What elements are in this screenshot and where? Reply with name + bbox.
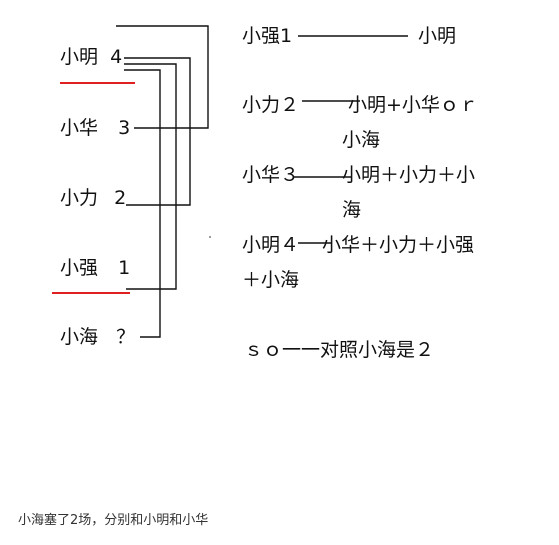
caption-text: 小海塞了2场，分别和小明和小华 bbox=[18, 513, 209, 528]
note-xiaohua-xiaoli-xiaoqiang: 小华＋小力＋小强 bbox=[322, 234, 475, 256]
player-row-xiaoming: 小明 4 bbox=[60, 45, 122, 69]
note-xiaohai: 小海 bbox=[342, 129, 381, 151]
player-row-xiaohai: 小海 ？ bbox=[60, 325, 135, 349]
player-score: 3 bbox=[118, 117, 131, 139]
player-row-xiaoli: 小力 2 bbox=[60, 186, 126, 210]
bracket-top-to-xiaohua bbox=[116, 25, 209, 129]
note-xiaoming-xiaoli-xiao: 小明＋小力＋小 bbox=[342, 164, 476, 186]
player-name: 小华 bbox=[60, 117, 99, 139]
bracket-xiaoming-to-xiaoli bbox=[124, 57, 191, 206]
bracket-xiaoming-to-xiaohai bbox=[124, 69, 161, 338]
note-plus-xiaohai: ＋小海 bbox=[242, 269, 300, 291]
player-score: 2 bbox=[114, 187, 127, 209]
stray-dot bbox=[209, 236, 211, 238]
player-name: 小强 bbox=[60, 257, 99, 279]
bracket-xiaoming-to-xiaoqiang bbox=[124, 63, 177, 290]
note-xiaoqiang1: 小强1 bbox=[242, 25, 293, 47]
player-name: 小海 bbox=[60, 326, 99, 348]
note-xiaoming-xiaohua-or: 小明+小华ｏｒ bbox=[348, 94, 478, 116]
note-xiaoming4: 小明４ bbox=[242, 234, 300, 256]
player-row-xiaohua: 小华 3 bbox=[60, 116, 130, 140]
note-xiaoming: 小明 bbox=[418, 25, 457, 47]
player-name: 小明 bbox=[60, 46, 99, 68]
note-xiaoli2: 小力２ bbox=[242, 94, 300, 116]
note-hai: 海 bbox=[342, 199, 362, 221]
player-score: 4 bbox=[110, 46, 123, 68]
player-score: ？ bbox=[116, 326, 136, 348]
player-score: 1 bbox=[118, 257, 131, 279]
player-row-xiaoqiang: 小强 1 bbox=[60, 256, 130, 280]
player-name: 小力 bbox=[60, 187, 99, 209]
note-xiaohua3: 小华３ bbox=[242, 164, 300, 186]
note-conclusion: ｓｏ一一对照小海是２ bbox=[244, 339, 435, 361]
